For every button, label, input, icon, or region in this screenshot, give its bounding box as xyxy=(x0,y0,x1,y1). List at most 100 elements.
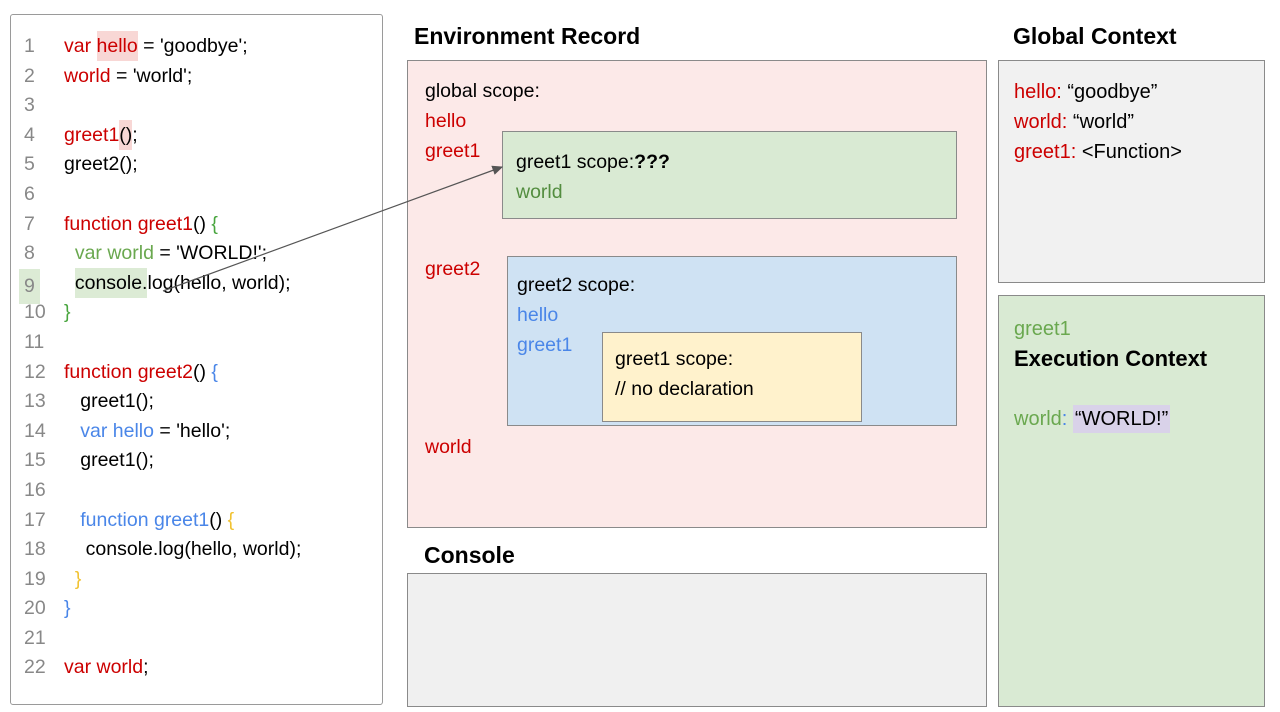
code-line-text: greet1(); xyxy=(64,387,154,417)
line-number: 12 xyxy=(24,360,46,383)
text-token: log(hello, world); xyxy=(147,271,291,294)
line-number: 5 xyxy=(24,153,35,176)
text-token: { xyxy=(227,508,235,531)
text-token: () xyxy=(193,212,212,235)
inner-greet1-scope-box: greet1 scope: // no declaration xyxy=(602,332,862,422)
text-line: greet1 scope:??? xyxy=(516,147,956,177)
line-number-column: 1 xyxy=(11,32,64,62)
text-token: greet1(); xyxy=(64,390,154,413)
code-line-text: greet1(); xyxy=(64,119,138,151)
line-number-column: 13 xyxy=(11,387,64,417)
line-number-column: 19 xyxy=(11,565,64,595)
line-number: 10 xyxy=(24,301,46,324)
text-token: world xyxy=(1014,408,1062,430)
env-var-greet1: greet1 xyxy=(425,140,481,162)
line-number-column: 4 xyxy=(11,121,64,151)
text-token: function greet1 xyxy=(64,212,194,235)
line-number-column: 9 xyxy=(11,268,64,305)
text-token xyxy=(1014,378,1020,400)
line-number: 3 xyxy=(24,94,35,117)
text-line: greet1 xyxy=(1014,314,1264,344)
greet1-scope-box: greet1 scope:???world xyxy=(502,131,957,219)
line-number-column: 15 xyxy=(11,446,64,476)
code-line: 18 console.log(hello, world); xyxy=(11,535,382,565)
text-token: “world” xyxy=(1067,111,1135,133)
text-token: console. xyxy=(74,267,148,298)
code-line-text: } xyxy=(64,565,82,595)
code-line-text: var world; xyxy=(64,653,149,683)
line-number: 11 xyxy=(24,330,45,353)
code-line: 14 var hello = 'hello'; xyxy=(11,417,382,447)
code-line-text: function greet1() { xyxy=(64,506,234,536)
code-line: 13 greet1(); xyxy=(11,387,382,417)
text-token: Execution Context xyxy=(1014,346,1208,371)
code-line: 6 xyxy=(11,180,382,210)
text-token: console.log(hello, world); xyxy=(64,538,302,561)
line-number: 15 xyxy=(24,449,46,472)
text-token: { xyxy=(211,212,218,235)
text-token: : xyxy=(1061,408,1068,430)
code-line-text: console.log(hello, world); xyxy=(64,267,291,299)
line-number: 22 xyxy=(24,656,46,679)
code-line: 17 function greet1() { xyxy=(11,506,382,536)
code-line-text: function greet1() { xyxy=(64,210,218,240)
console-output-box xyxy=(407,573,987,707)
code-line: 16 xyxy=(11,476,382,506)
text-token: “goodbye” xyxy=(1061,81,1158,103)
text-token: greet1 scope: xyxy=(615,348,734,370)
code-line-text: console.log(hello, world); xyxy=(64,535,302,565)
text-token: var hello xyxy=(64,419,154,442)
code-line: 1 var hello = 'goodbye'; xyxy=(11,31,382,62)
line-number-column: 21 xyxy=(11,624,64,654)
text-token: hello xyxy=(517,304,559,326)
text-line: greet2 scope: xyxy=(517,270,956,300)
text-token: greet2 scope: xyxy=(517,274,636,296)
text-token: var xyxy=(64,35,97,57)
text-token: = 'goodbye'; xyxy=(137,35,248,57)
text-line: greet1 xyxy=(517,330,956,360)
text-token: var world xyxy=(64,656,144,679)
text-token: } xyxy=(64,301,71,324)
line-number-column: 17 xyxy=(11,506,64,536)
line-number: 13 xyxy=(24,390,46,413)
line-number-column: 6 xyxy=(11,180,64,210)
line-number-column: 22 xyxy=(11,653,64,683)
line-number-column: 3 xyxy=(11,91,64,121)
text-token: greet1 xyxy=(1014,318,1071,340)
code-line: 3 xyxy=(11,91,382,121)
text-line: world: “world” xyxy=(1014,107,1264,137)
line-number: 1 xyxy=(24,35,35,57)
line-number-column: 18 xyxy=(11,535,64,565)
code-line-text: } xyxy=(64,594,71,624)
code-line: 10} xyxy=(11,298,382,328)
line-number: 14 xyxy=(24,419,46,442)
line-number: 6 xyxy=(24,182,35,205)
text-token: = 'hello'; xyxy=(153,419,231,442)
line-number: 9 xyxy=(19,268,40,305)
global-scope-label: global scope: xyxy=(425,80,540,102)
global-context-box: hello: “goodbye”world: “world”greet1: <F… xyxy=(998,60,1265,283)
code-line-text: var hello = 'goodbye'; xyxy=(64,31,248,62)
code-line-text: function greet2() { xyxy=(64,358,218,388)
line-number-column: 10 xyxy=(11,298,64,328)
text-token: world xyxy=(64,64,111,87)
text-token: <Function> xyxy=(1076,141,1182,163)
code-line: 22 var world; xyxy=(11,653,382,683)
code-line-text: greet1(); xyxy=(64,446,154,476)
text-token: () xyxy=(119,119,133,150)
environment-record-title: Environment Record xyxy=(414,23,641,49)
line-number-column: 20 xyxy=(11,594,64,624)
code-line: 19 } xyxy=(11,565,382,595)
line-number-column: 2 xyxy=(11,62,64,92)
line-number: 20 xyxy=(24,597,46,620)
text-token: ; xyxy=(132,123,138,146)
env-var-greet2: greet2 xyxy=(425,258,481,280)
text-line: // no declaration xyxy=(615,374,861,404)
